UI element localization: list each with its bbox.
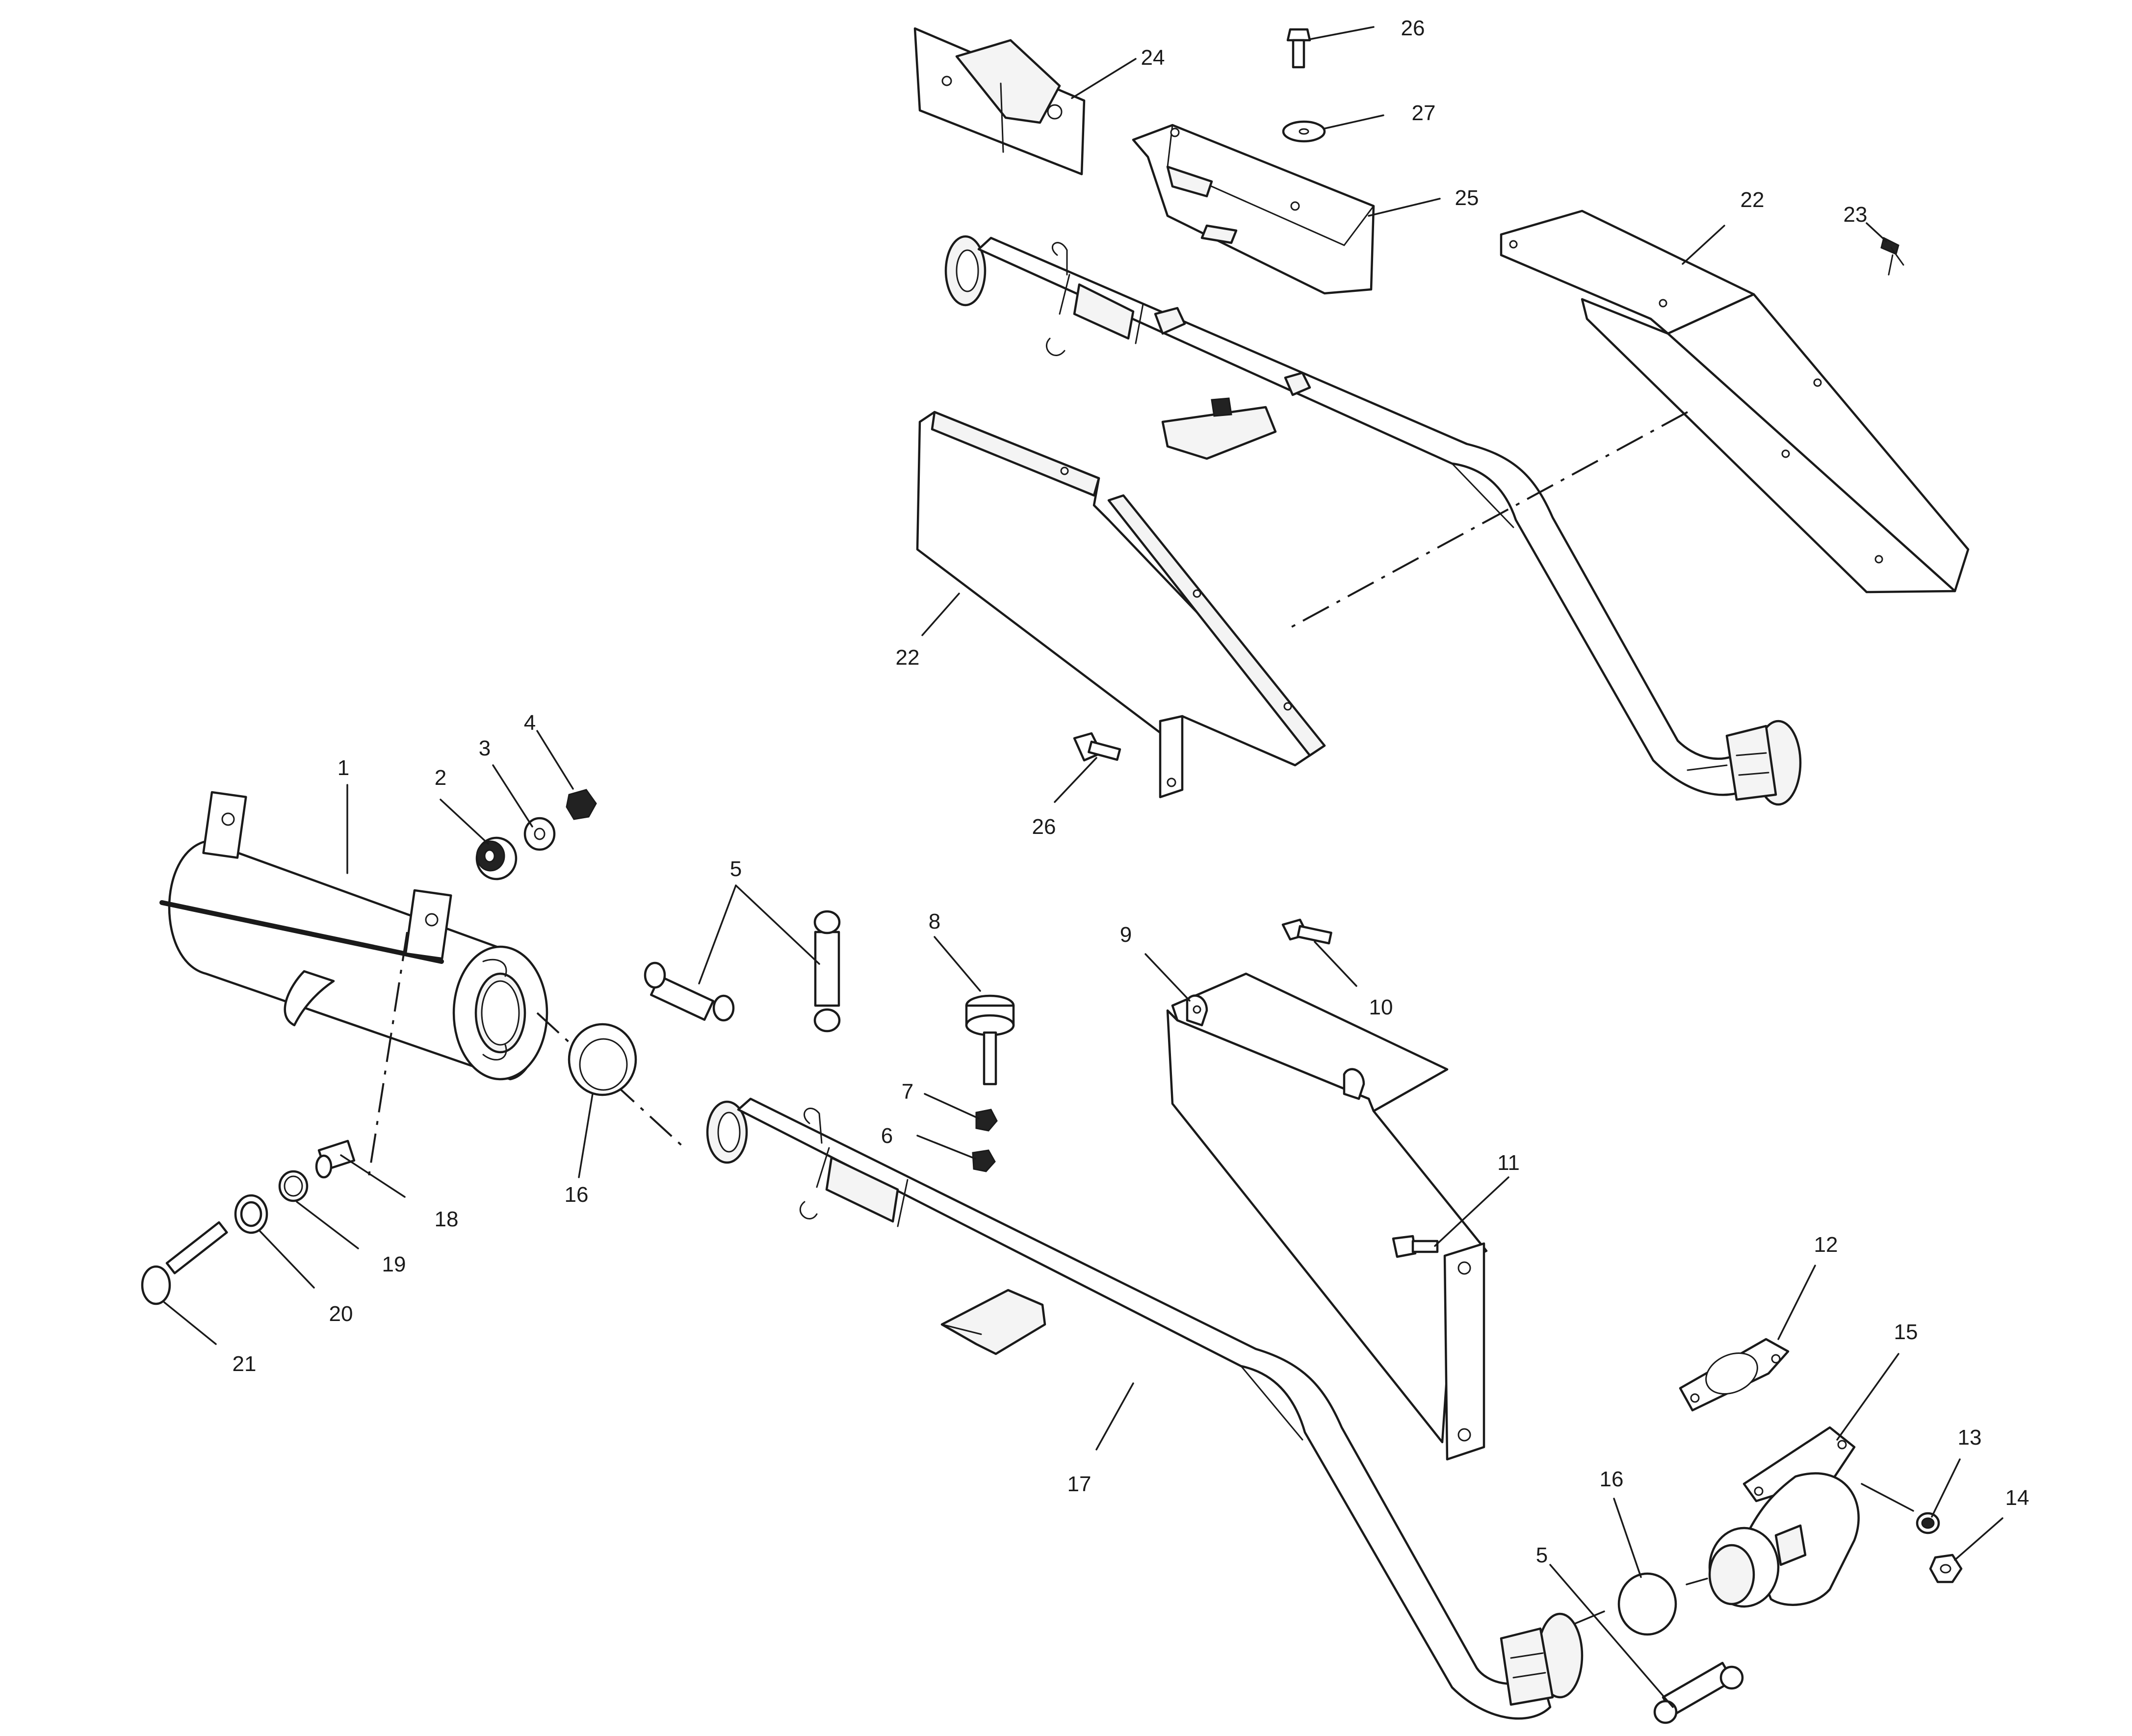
callout-20: 20 xyxy=(329,1302,353,1326)
heat-shield-22-left xyxy=(916,411,1326,799)
bracket-25 xyxy=(1132,124,1375,295)
callout-11: 11 xyxy=(1497,1151,1520,1175)
callout-22-left: 22 xyxy=(896,646,920,670)
bolt-21 xyxy=(141,1221,228,1305)
spring-5-horizontal xyxy=(644,961,735,1022)
callout-9: 9 xyxy=(1120,923,1132,947)
callout-26-top: 26 xyxy=(1401,16,1425,40)
elbow-15 xyxy=(1708,1426,1860,1608)
callout-2: 2 xyxy=(435,766,446,790)
callout-14: 14 xyxy=(2005,1486,2029,1510)
centerline-upper xyxy=(1285,411,1688,631)
nut-7 xyxy=(975,1109,998,1132)
callout-13: 13 xyxy=(1958,1425,1982,1450)
callout-7: 7 xyxy=(902,1080,913,1104)
gasket-12 xyxy=(1679,1338,1790,1412)
bolt-11 xyxy=(1392,1235,1439,1258)
callout-19: 19 xyxy=(382,1252,406,1276)
callout-16-right: 16 xyxy=(1600,1467,1624,1491)
callout-12: 12 xyxy=(1814,1233,1838,1257)
callout-15: 15 xyxy=(1894,1320,1918,1344)
callout-16-left: 16 xyxy=(565,1183,589,1207)
callout-26-lower: 26 xyxy=(1032,815,1056,839)
callout-3: 3 xyxy=(479,736,491,760)
callout-5-lower: 5 xyxy=(1536,1543,1548,1567)
callout-24: 24 xyxy=(1141,46,1165,70)
callout-25: 25 xyxy=(1455,186,1479,210)
bracket-24 xyxy=(913,27,1086,176)
lockwasher-13 xyxy=(1916,1512,1940,1534)
nut-4 xyxy=(566,789,597,820)
centerline-muffler-to-pipe xyxy=(536,1012,685,1149)
rivet-23 xyxy=(1880,236,1904,276)
muffler-1 xyxy=(159,791,548,1081)
gasket-16-right xyxy=(1617,1572,1677,1636)
nut-6 xyxy=(972,1149,996,1172)
callout-8: 8 xyxy=(929,909,940,933)
callout-27: 27 xyxy=(1412,101,1436,125)
exhaust-pipe-17 xyxy=(706,1097,1584,1720)
o-ring-19 xyxy=(278,1170,309,1202)
spring-5-lower xyxy=(1653,1661,1744,1724)
callout-18: 18 xyxy=(435,1207,459,1231)
callout-10: 10 xyxy=(1369,995,1393,1019)
callout-1: 1 xyxy=(338,756,349,780)
washer-27 xyxy=(1282,120,1326,143)
leader-lines xyxy=(163,26,2003,1708)
grommet-20 xyxy=(234,1194,268,1234)
heat-shield-22-right xyxy=(1500,209,1970,594)
bolt-10 xyxy=(1281,918,1332,945)
grommet-2 xyxy=(475,836,518,881)
nut-14 xyxy=(1929,1554,1963,1583)
bolt-26-top xyxy=(1286,28,1311,69)
heat-shield-9 xyxy=(1166,972,1488,1461)
callout-5-upper: 5 xyxy=(730,857,742,881)
callout-22-right: 22 xyxy=(1741,188,1765,212)
callout-4: 4 xyxy=(524,711,536,735)
spring-5-vertical xyxy=(813,910,841,1033)
gasket-16-left xyxy=(568,1023,637,1096)
centerline-muffler xyxy=(367,932,408,1183)
bumper-8 xyxy=(965,994,1015,1086)
callout-21: 21 xyxy=(233,1352,257,1376)
bushing-18 xyxy=(315,1140,356,1179)
callout-23: 23 xyxy=(1844,203,1868,227)
callout-labels: 1 2 3 4 5 5 6 7 8 9 10 11 12 13 14 15 16… xyxy=(233,16,2029,1567)
callout-17: 17 xyxy=(1067,1472,1092,1496)
callout-6: 6 xyxy=(881,1124,893,1148)
bolt-26-lower xyxy=(1073,732,1121,762)
exhaust-pipe-upper xyxy=(944,235,1802,806)
